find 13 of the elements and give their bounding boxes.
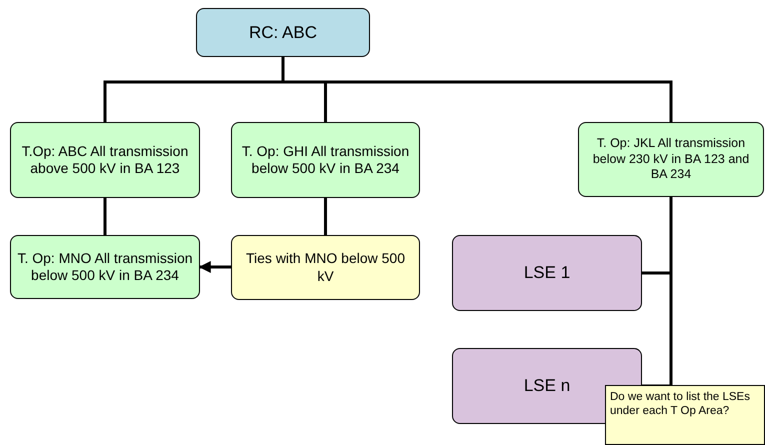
connector-line	[282, 57, 672, 122]
connector-line	[104, 198, 106, 235]
org-box: RC: ABC	[196, 8, 370, 57]
connector-line	[198, 261, 231, 273]
org-box: Ties with MNO below 500 kV	[231, 235, 420, 300]
org-box: T.Op: ABC All transmission above 500 kV in BA 123	[10, 122, 200, 198]
connector-line	[324, 198, 327, 235]
org-box: T. Op: JKL All transmission below 230 kV in BA 123 and BA 234	[578, 122, 764, 197]
comment-note: Do we want to list the LSEs under each T Op Area?	[605, 385, 765, 445]
org-box: T. Op: GHI All transmission below 500 kV in BA 234	[231, 122, 420, 198]
connector-line	[642, 197, 672, 388]
org-box: LSE 1	[452, 235, 642, 311]
org-box: T. Op: MNO All transmission below 500 kV in BA 234	[10, 235, 200, 299]
